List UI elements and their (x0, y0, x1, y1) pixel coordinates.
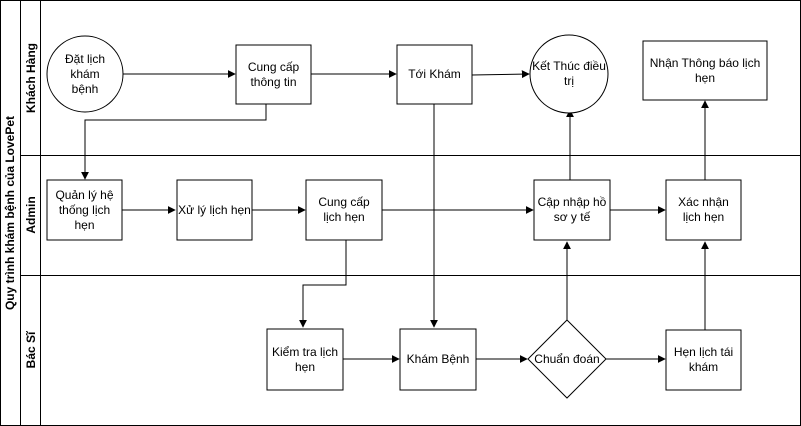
node-kiem-tra[interactable]: Kiểm tra lịch hẹn (271, 344, 339, 374)
edge-cung-cap-thong-tin-to-quan-ly (81, 104, 267, 180)
node-cap-nhap-shape (533, 179, 611, 241)
node-chuan-doan[interactable]: Chuẩn đoán (534, 351, 600, 366)
node-cung-cap-lich-shape (305, 179, 383, 241)
node-cung-cap-lich[interactable]: Cung cấp lịch hẹn (318, 195, 370, 224)
node-nhan-thong-bao[interactable]: Nhận Thông báo lịch hẹn (649, 55, 761, 85)
node-quan-ly[interactable]: Quản lý hệ thống lịch hẹn (55, 187, 114, 232)
node-nhan-thong-bao-shape (642, 40, 768, 101)
node-xu-ly[interactable]: Xử lý lịch hẹn (178, 202, 251, 217)
node-xac-nhan[interactable]: Xác nhận lịch hẹn (678, 195, 729, 224)
node-cap-nhap[interactable]: Cập nhập hồ sơ y tế (537, 195, 607, 224)
node-dat-lich-shape (46, 35, 124, 113)
node-ket-thuc-shape (529, 34, 609, 114)
node-quan-ly-shape (46, 179, 123, 241)
lane-title-customer: Khách Hàng (24, 42, 38, 114)
node-kham-benh-shape (399, 328, 477, 391)
node-dat-lich[interactable]: Đặt lịch khám bệnh (64, 51, 105, 96)
node-hen-lich-tai-kham-shape (665, 329, 742, 391)
lane-title-doctor: Bác Sĩ (24, 331, 38, 369)
node-xac-nhan-shape (665, 179, 742, 241)
nodes (46, 34, 768, 399)
node-cung-cap-thong-tin-shape (235, 44, 312, 105)
edge-toi-kham-to-ket-thuc (471, 70, 530, 79)
edges (81, 70, 709, 363)
node-kham-benh[interactable]: Khám Bệnh (406, 352, 470, 366)
lane-title-admin: Admin (24, 196, 38, 234)
node-toi-kham[interactable]: Tới Khám (408, 67, 461, 81)
node-kiem-tra-shape (266, 328, 344, 391)
node-chuan-doan-shape (527, 319, 607, 399)
node-cung-cap-thong-tin[interactable]: Cung cấp thông tin (247, 59, 300, 89)
edge-cung-cap-lich-to-kiem-tra (299, 240, 347, 328)
node-ket-thuc[interactable]: Kết Thúc điều trị (532, 59, 606, 88)
node-xu-ly-shape (176, 179, 253, 241)
pool-title: Quy trình khám bệnh của LovePet (3, 115, 17, 311)
node-toi-kham-shape (396, 44, 473, 105)
node-hen-lich-tai-kham[interactable]: Hẹn lịch tái khám (673, 345, 734, 374)
